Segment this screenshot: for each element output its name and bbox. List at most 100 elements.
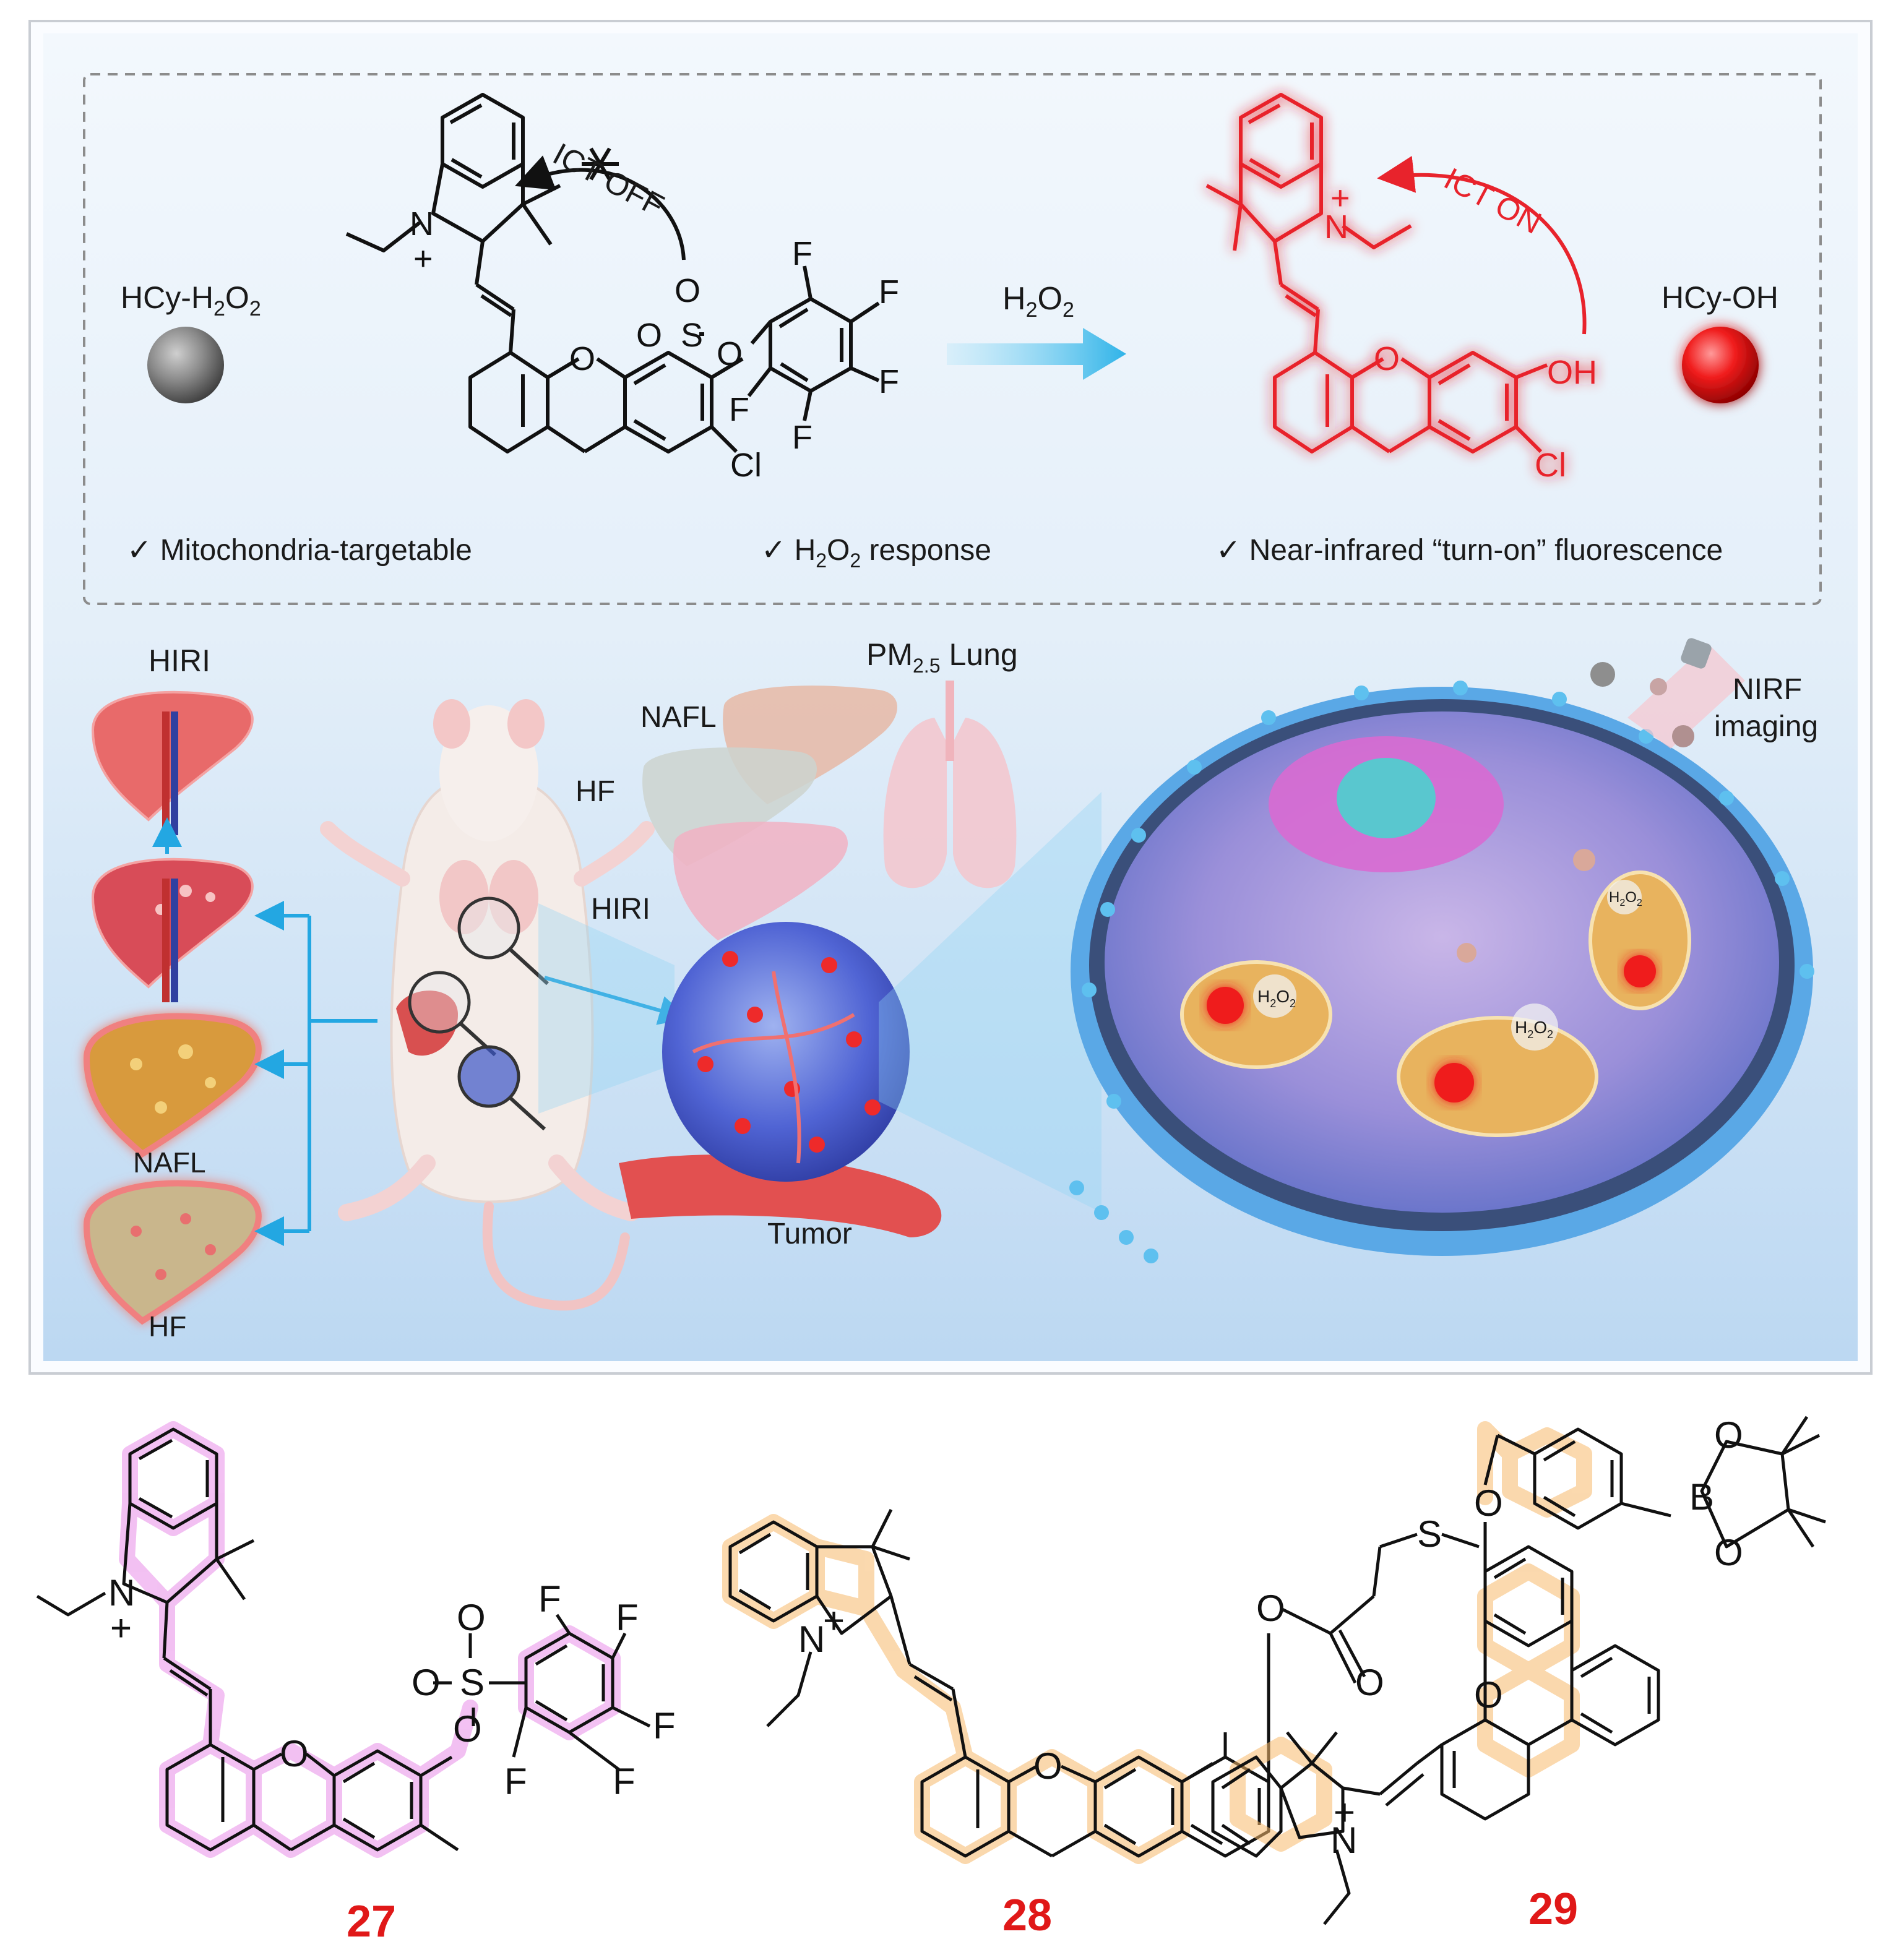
svg-text:O: O: [1355, 1662, 1384, 1703]
svg-text:Cl: Cl: [1535, 447, 1566, 484]
svg-text:F: F: [504, 1761, 527, 1802]
svg-text:O: O: [412, 1662, 441, 1703]
cell-illustration: H2O2 H2O2 H2O2: [1069, 681, 1814, 1263]
svg-text:N: N: [798, 1618, 825, 1660]
svg-text:O: O: [1033, 1745, 1063, 1787]
tumor-illustration: Tumor: [619, 922, 942, 1250]
feature-mitochondria: ✓ Mitochondria-targetable: [127, 534, 472, 567]
svg-text:F: F: [879, 363, 899, 400]
probe-structure: [345, 93, 880, 453]
organ-label-hiri: HIRI: [591, 893, 650, 926]
svg-text:O: O: [1374, 340, 1400, 377]
mechanism-box: [83, 73, 1822, 605]
svg-text:N: N: [108, 1572, 135, 1614]
compound-27: N + O O S O O F F F F F 27: [36, 1421, 676, 1946]
svg-text:B: B: [1689, 1476, 1714, 1518]
svg-text:O: O: [280, 1733, 309, 1774]
product-structure: N + O OH Cl: [1205, 93, 1597, 484]
svg-text:O: O: [1474, 1674, 1503, 1716]
feature-nir: ✓ Near-infrared “turn-on” fluorescence: [1216, 534, 1723, 567]
product-sphere: [1682, 327, 1759, 403]
compound-28: N + O O O S 28: [722, 1508, 1480, 1940]
svg-text:N: N: [1324, 208, 1348, 246]
liver-connectors: [254, 901, 377, 1246]
svg-text:O: O: [675, 272, 700, 309]
svg-text:F: F: [538, 1578, 561, 1620]
svg-text:S: S: [681, 317, 703, 354]
mitochondrion-1: H2O2: [1180, 960, 1332, 1069]
zoom-beam-mouse: [538, 903, 675, 1114]
svg-text:O: O: [1474, 1482, 1503, 1524]
compound-29-label: 29: [1528, 1885, 1578, 1934]
tumor-label: Tumor: [767, 1218, 852, 1250]
mitochondrion-3: H2O2: [1588, 870, 1691, 1010]
ict-off-arrow: [514, 155, 686, 260]
svg-text:F: F: [729, 391, 749, 428]
liver-label-hiri: HIRI: [149, 643, 210, 678]
product-label: HCy-OH: [1662, 280, 1778, 315]
nirf-imaging: NIRF imaging: [1590, 638, 1818, 749]
svg-text:O: O: [457, 1597, 486, 1638]
svg-text:F: F: [616, 1597, 639, 1638]
imaging-label: imaging: [1714, 710, 1818, 743]
svg-text:F: F: [879, 273, 899, 311]
zoom-beam-tumor: [879, 792, 1101, 1213]
svg-text:+: +: [1334, 1792, 1355, 1833]
compound-28-label: 28: [1002, 1891, 1052, 1940]
svg-text:O: O: [1714, 1532, 1743, 1573]
organ-label-nafl: NAFL: [640, 701, 717, 734]
ict-on-arrow: [1377, 155, 1587, 335]
mitochondrion-2: H2O2: [1397, 1004, 1598, 1137]
liver-nafl: [83, 1013, 262, 1158]
svg-text:Cl: Cl: [730, 447, 762, 484]
membrane-beads: [1069, 681, 1814, 1263]
svg-text:O: O: [1256, 1588, 1285, 1629]
probe-sphere: [147, 327, 224, 403]
liver-label-hf: HF: [149, 1310, 186, 1343]
nirf-label: NIRF: [1733, 673, 1802, 706]
svg-text:H2O2: H2O2: [1609, 889, 1642, 908]
reaction-arrow: H2O2: [947, 281, 1126, 380]
product-group: HCy-OH: [1662, 280, 1778, 403]
svg-text:F: F: [653, 1705, 676, 1747]
svg-text:S: S: [1417, 1513, 1442, 1555]
camera-icon: [1681, 638, 1712, 669]
magnifier-liver: [408, 971, 471, 1034]
magnifier-lung: [457, 896, 520, 960]
svg-text:F: F: [792, 419, 813, 456]
svg-text:+: +: [413, 240, 433, 277]
svg-text:+: +: [823, 1600, 845, 1641]
feature-list: ✓ Mitochondria-targetable ✓ H2O2 respons…: [127, 534, 1723, 572]
liver-hiri-1: [91, 690, 254, 835]
svg-text:N: N: [1330, 1820, 1357, 1861]
svg-text:O: O: [717, 335, 743, 372]
svg-text:F: F: [613, 1761, 636, 1802]
svg-text:O: O: [453, 1708, 482, 1750]
liver-hf: [83, 1180, 262, 1325]
compound-27-label: 27: [347, 1897, 396, 1946]
compound-29: B O O O O N + 29: [1211, 1414, 1826, 1934]
ict-block-mark: [582, 147, 619, 181]
liver-hiri-2: [91, 858, 254, 1002]
svg-text:O: O: [636, 317, 662, 354]
svg-text:+: +: [1330, 179, 1350, 217]
svg-text:H2O2: H2O2: [1515, 1018, 1553, 1041]
liver-column: HIRI NAFL HF: [83, 643, 377, 1343]
svg-text:S: S: [460, 1662, 485, 1703]
svg-text:O: O: [1714, 1414, 1743, 1456]
probe-label: HCy-H2O2: [121, 280, 261, 320]
organ-label-hf: HF: [575, 775, 615, 808]
mouse-illustration: [320, 699, 655, 1311]
svg-text:+: +: [110, 1607, 132, 1649]
magnifier-tumor: [457, 1045, 520, 1108]
svg-text:O: O: [569, 340, 595, 377]
svg-text:OH: OH: [1547, 354, 1597, 391]
liver-label-nafl: NAFL: [133, 1146, 206, 1179]
svg-text:N: N: [410, 205, 434, 243]
reagent-label: H2O2: [1002, 281, 1074, 322]
svg-text:H2O2: H2O2: [1257, 987, 1296, 1010]
feature-h2o2-response: ✓ H2O2 response: [761, 534, 991, 572]
